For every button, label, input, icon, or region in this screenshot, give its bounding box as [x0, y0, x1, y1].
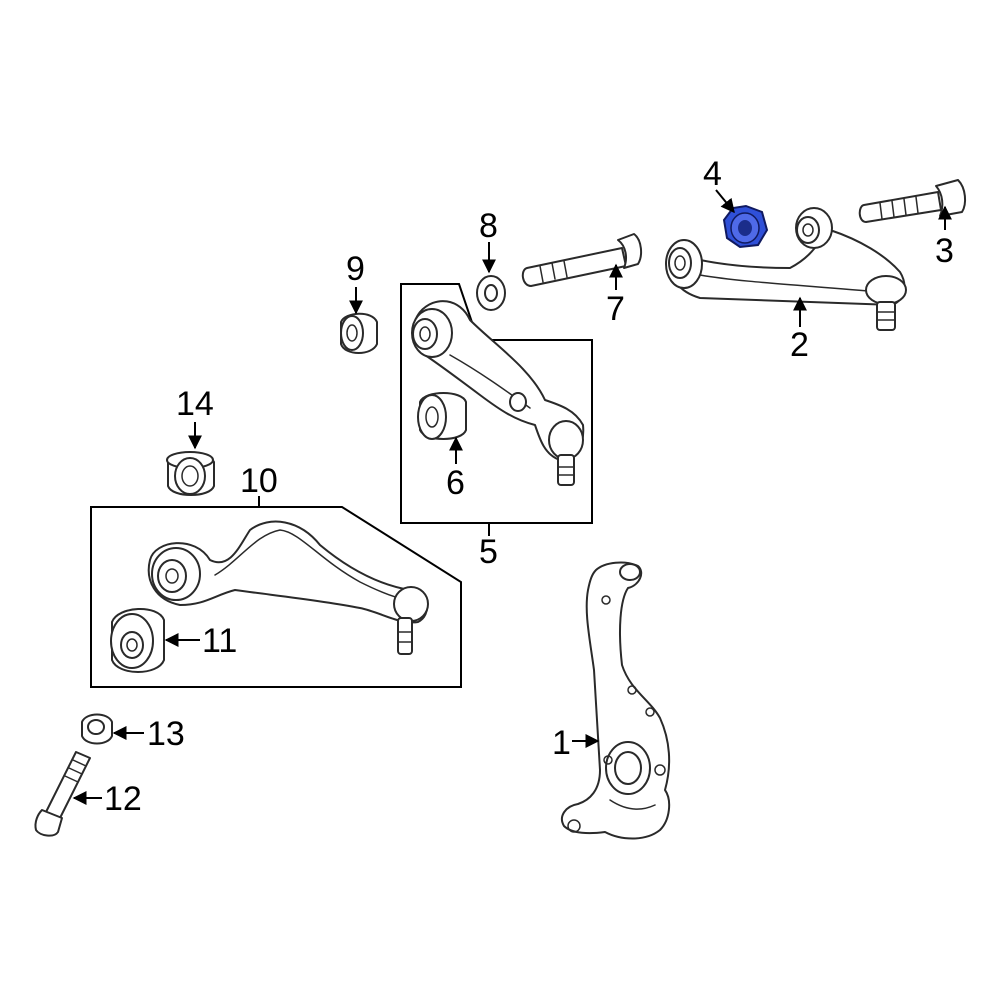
bushing-11[interactable]	[110, 607, 165, 673]
bushing-9[interactable]	[340, 312, 378, 354]
lower-control-arm-10[interactable]	[147, 520, 429, 655]
upper-control-arm[interactable]	[665, 207, 907, 331]
callout-11: 11	[202, 622, 237, 660]
bushing-14[interactable]	[166, 451, 215, 496]
callout-2: 2	[790, 326, 809, 364]
steering-knuckle[interactable]	[560, 561, 671, 840]
callout-4: 4	[703, 155, 722, 193]
bolt-12[interactable]	[34, 751, 91, 837]
callout-6: 6	[446, 464, 465, 502]
leader-4	[715, 189, 735, 214]
callout-13: 13	[147, 715, 185, 753]
callout-5: 5	[479, 533, 498, 571]
callout-9: 9	[346, 250, 365, 288]
washer[interactable]	[476, 275, 506, 311]
lower-arm-5-group-box	[400, 283, 593, 524]
callout-7: 7	[606, 290, 625, 328]
lower-arm-10-group-box	[90, 506, 462, 688]
callout-12: 12	[104, 780, 142, 818]
callout-3: 3	[935, 232, 954, 270]
callout-1: 1	[552, 724, 571, 762]
upper-arm-bolt[interactable]	[858, 179, 967, 223]
bushing-6[interactable]	[417, 392, 467, 440]
highlighted-nut[interactable]	[722, 204, 769, 249]
callout-14: 14	[176, 385, 214, 423]
long-bolt[interactable]	[521, 233, 643, 287]
washer-13[interactable]	[81, 713, 113, 745]
callout-10: 10	[240, 462, 278, 500]
lower-control-arm-5[interactable]	[411, 300, 585, 486]
callout-8: 8	[479, 207, 498, 245]
